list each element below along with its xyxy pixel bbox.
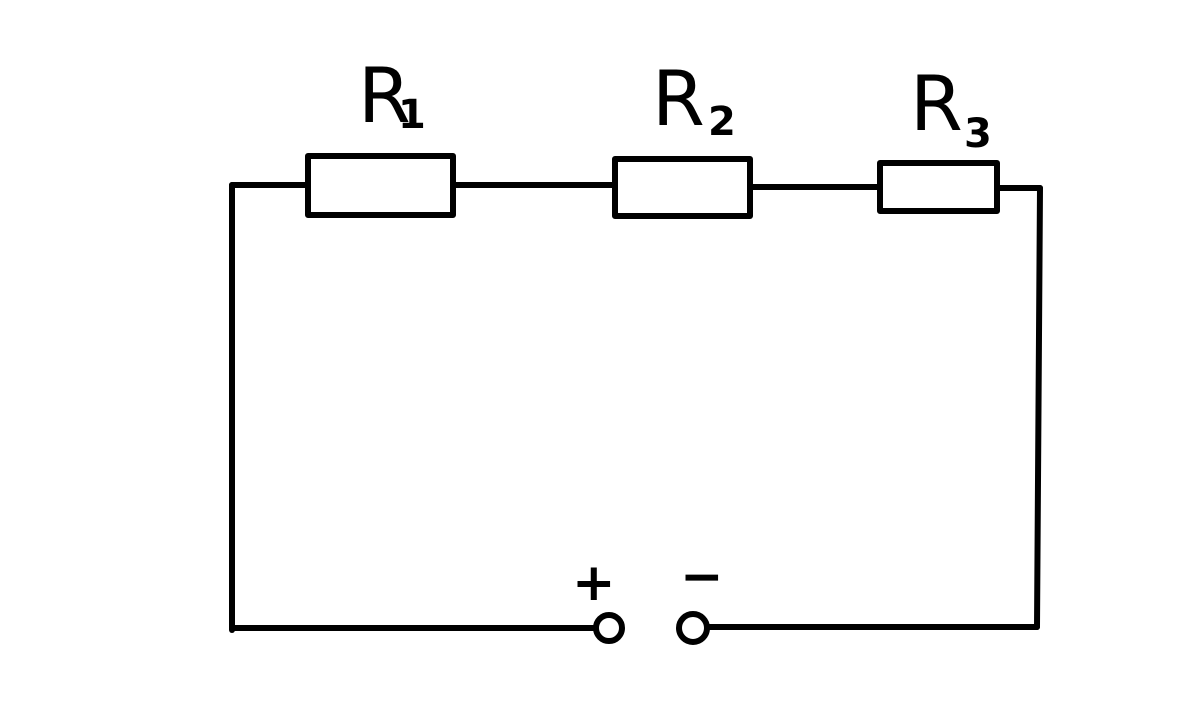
power-terminals: + −: [572, 547, 724, 645]
resistor-r2-body: [612, 156, 753, 219]
resistor-r1-letter: R: [358, 51, 411, 140]
resistor-r1-body: [305, 153, 456, 218]
circuit-wires: [229, 182, 1043, 633]
positive-sign: +: [572, 553, 616, 613]
resistor-r2-subscript: 2: [708, 99, 736, 145]
positive-terminal: [593, 612, 625, 644]
resistor-r3-body: [877, 160, 1000, 214]
resistor-r2: R 2: [612, 54, 753, 219]
resistor-r1: R 1: [305, 51, 456, 218]
wire-right-side: [1034, 185, 1043, 630]
resistor-r3-subscript: 3: [964, 111, 992, 157]
resistor-r3-letter: R: [910, 59, 963, 148]
negative-sign: −: [680, 547, 724, 607]
negative-terminal: [676, 611, 710, 645]
resistor-r2-letter: R: [652, 54, 705, 143]
resistor-r1-subscript: 1: [398, 92, 426, 138]
resistor-r3: R 3: [877, 59, 1000, 214]
